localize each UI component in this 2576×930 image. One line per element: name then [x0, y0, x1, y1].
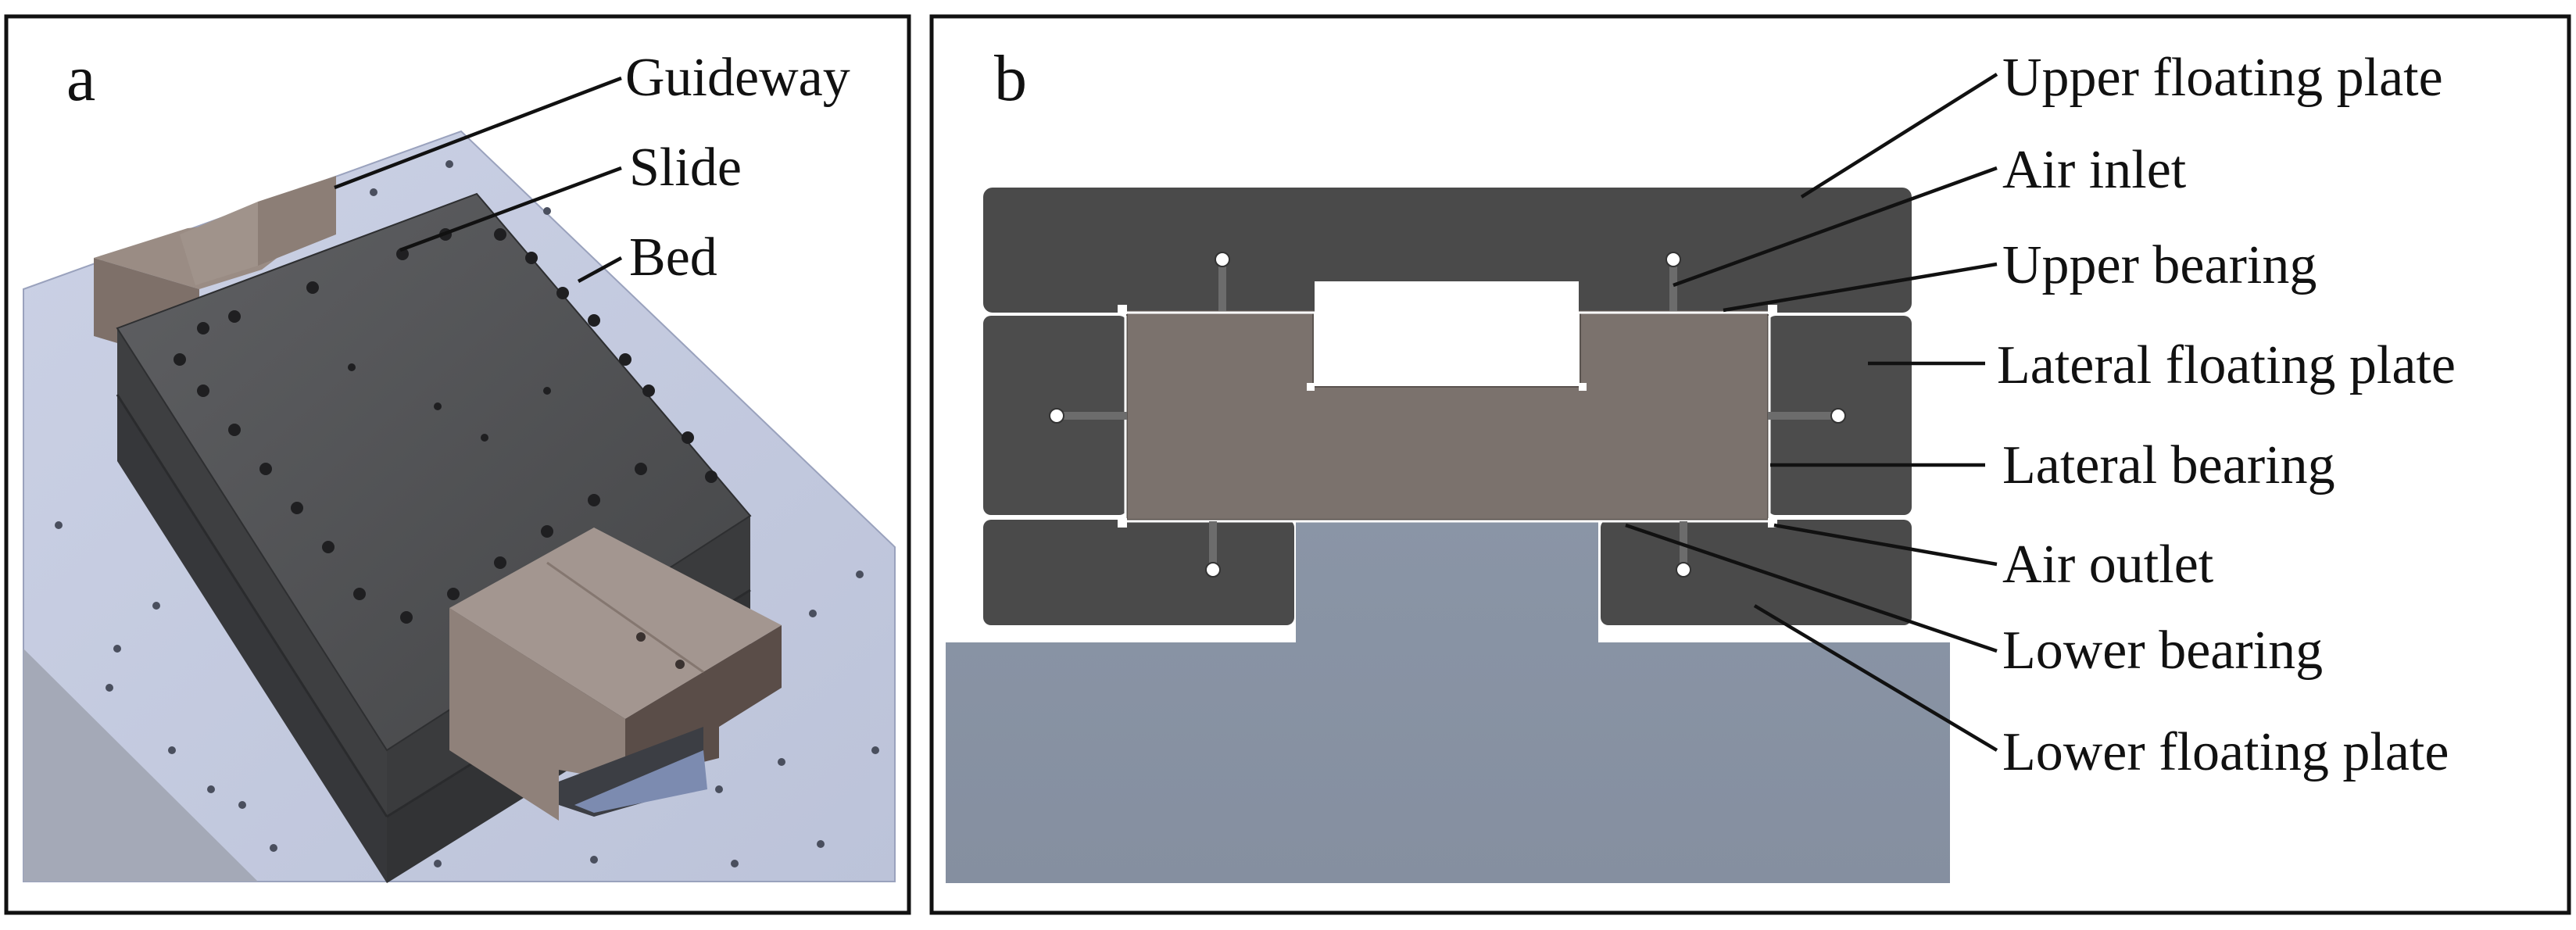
guideway-underside: [574, 750, 707, 813]
label-lower-floating-plate: Lower floating plate: [2002, 722, 2449, 782]
guideway-back-block-side: [180, 202, 258, 285]
slide-lower-left: [117, 395, 387, 883]
air-outlet-leader: [1773, 523, 1998, 567]
air-inlet-leader: [1673, 166, 1998, 288]
label-lower-bearing: Lower bearing: [2002, 621, 2323, 681]
upper-floating-plate-leader: [1800, 73, 1998, 199]
bed-leader: [577, 256, 623, 283]
slide-leader: [399, 166, 622, 252]
lower-floating-plate-left: [983, 520, 1294, 625]
lower-floating-plate-leader: [1753, 604, 1998, 752]
guideway-leader: [334, 76, 622, 190]
slide-front-left: [117, 328, 387, 817]
base-section: [946, 516, 1950, 883]
window-cut: [1315, 281, 1579, 385]
label-air-outlet: Air outlet: [2002, 535, 2214, 595]
panel-b-letter: b: [994, 42, 1027, 115]
label-slide: Slide: [629, 138, 742, 198]
lower-floating-plate-right: [1601, 520, 1912, 625]
guideway-front-top: [449, 528, 782, 719]
bed-side: [23, 649, 258, 882]
guideway-section: [1126, 310, 1769, 520]
label-lateral-floating-plate: Lateral floating plate: [1997, 335, 2456, 395]
slide-holes: [174, 228, 717, 624]
panel-a: a Guideway Slide Bed: [4, 14, 911, 915]
lower-bearing-leader: [1625, 523, 1998, 653]
label-bed: Bed: [629, 227, 717, 288]
label-lateral-bearing: Lateral bearing: [2002, 435, 2335, 495]
label-guideway: Guideway: [625, 48, 850, 108]
upper-bearing-leader: [1723, 262, 1998, 313]
label-upper-floating-plate: Upper floating plate: [2002, 48, 2443, 108]
guideway-front-end: [449, 608, 625, 821]
label-upper-bearing: Upper bearing: [2002, 235, 2317, 295]
label-air-inlet: Air inlet: [2002, 140, 2187, 200]
panel-a-letter: a: [66, 42, 95, 115]
guideway-back-block: [258, 176, 336, 266]
bearing-corners: [1118, 305, 1777, 528]
panel-b: b Upper floating plate Air inlet Upper b…: [929, 14, 2571, 915]
